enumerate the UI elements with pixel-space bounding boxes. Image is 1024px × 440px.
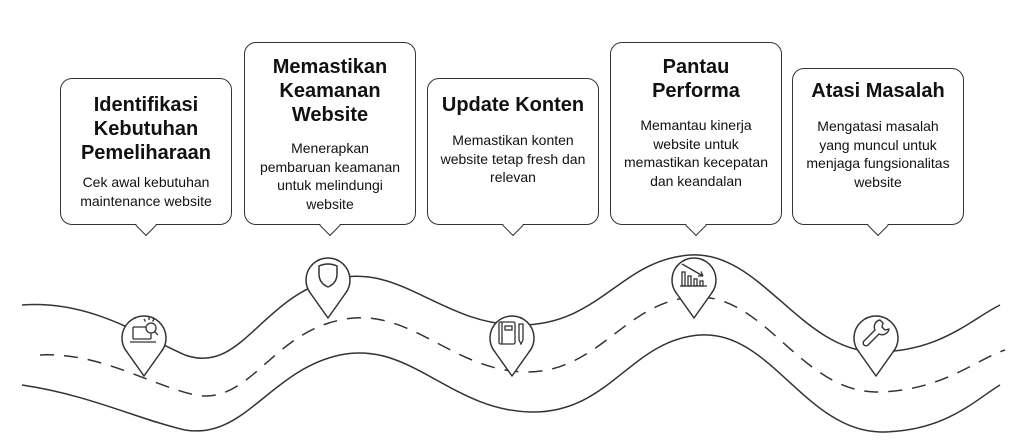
step-marker-4 <box>669 250 719 320</box>
step-title: Memastikan Keamanan Website <box>272 56 388 126</box>
chart-decline-icon <box>680 263 707 287</box>
wrench-icon <box>862 319 890 347</box>
step-title: Pantau Performa <box>652 56 740 102</box>
step-description: Memantau kinerja website untuk memastika… <box>624 117 768 189</box>
step-title: Atasi Masalah <box>811 80 945 102</box>
step-description: Memastikan konten website tetap fresh da… <box>440 132 586 185</box>
step-marker-3 <box>487 308 537 378</box>
road-center-line <box>39 296 1006 397</box>
step-description: Mengatasi masalah yang muncul untuk menj… <box>806 118 950 190</box>
road-bottom-edge <box>21 334 1001 433</box>
step-title: Update Konten <box>441 94 585 116</box>
step-description: Cek awal kebutuhan maintenance website <box>80 174 212 209</box>
step-title: Identifikasi Kebutuhan Pemeliharaan <box>80 94 212 164</box>
step-card-1: Identifikasi Kebutuhan Pemeliharaan Cek … <box>60 78 232 225</box>
notebook-pencil-icon <box>498 321 524 346</box>
step-card-4: Pantau Performa Memantau kinerja website… <box>610 42 782 225</box>
step-marker-5 <box>851 308 901 378</box>
step-marker-1 <box>119 308 169 378</box>
shield-icon <box>318 263 338 288</box>
laptop-search-icon <box>130 317 159 343</box>
step-card-3: Update Konten Memastikan konten website … <box>427 78 599 225</box>
step-description: Menerapkan pembaruan keamanan untuk meli… <box>259 140 401 212</box>
step-card-2: Memastikan Keamanan Website Menerapkan p… <box>244 42 416 225</box>
step-card-5: Atasi Masalah Mengatasi masalah yang mun… <box>792 68 964 225</box>
step-marker-2 <box>303 250 353 320</box>
